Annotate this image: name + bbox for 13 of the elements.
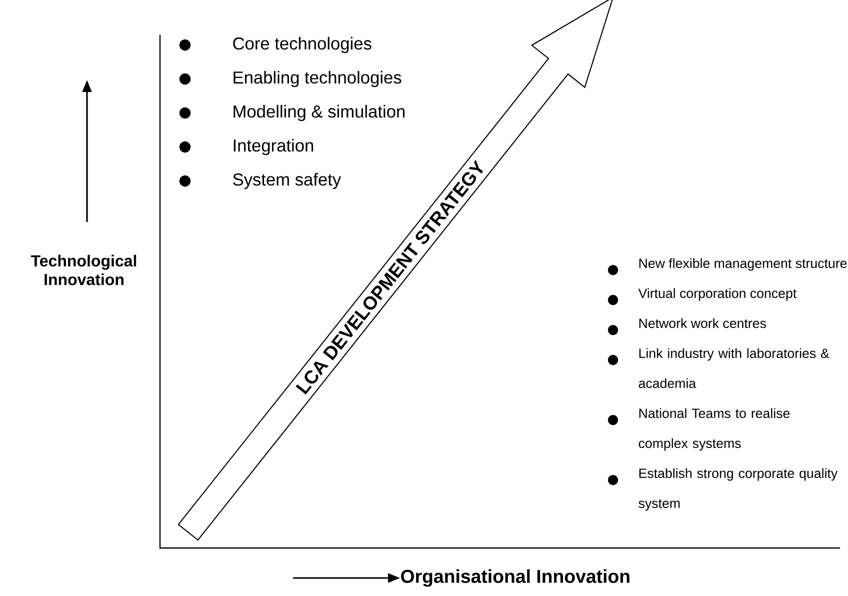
list-item: Link industry with laboratories & academia: [638, 348, 830, 388]
list-item: Integration: [234, 138, 314, 156]
list-item: New flexible management structure: [639, 258, 847, 271]
list-item: Enabling technologies: [234, 70, 402, 88]
list-item: Virtual corporation concept: [638, 288, 797, 301]
list-item: Establish strong corporate quality system: [638, 468, 838, 511]
list-item: Network work centres: [639, 318, 766, 328]
axis-title: Organisational Innovation: [401, 569, 630, 587]
axis-title: Technological Innovation: [31, 254, 136, 286]
list-item: National Teams to realise complex systems: [638, 408, 790, 451]
list-item: System safety: [233, 172, 342, 190]
list-item: Core technologies: [233, 36, 372, 54]
list-item: Modelling & simulation: [234, 104, 405, 122]
